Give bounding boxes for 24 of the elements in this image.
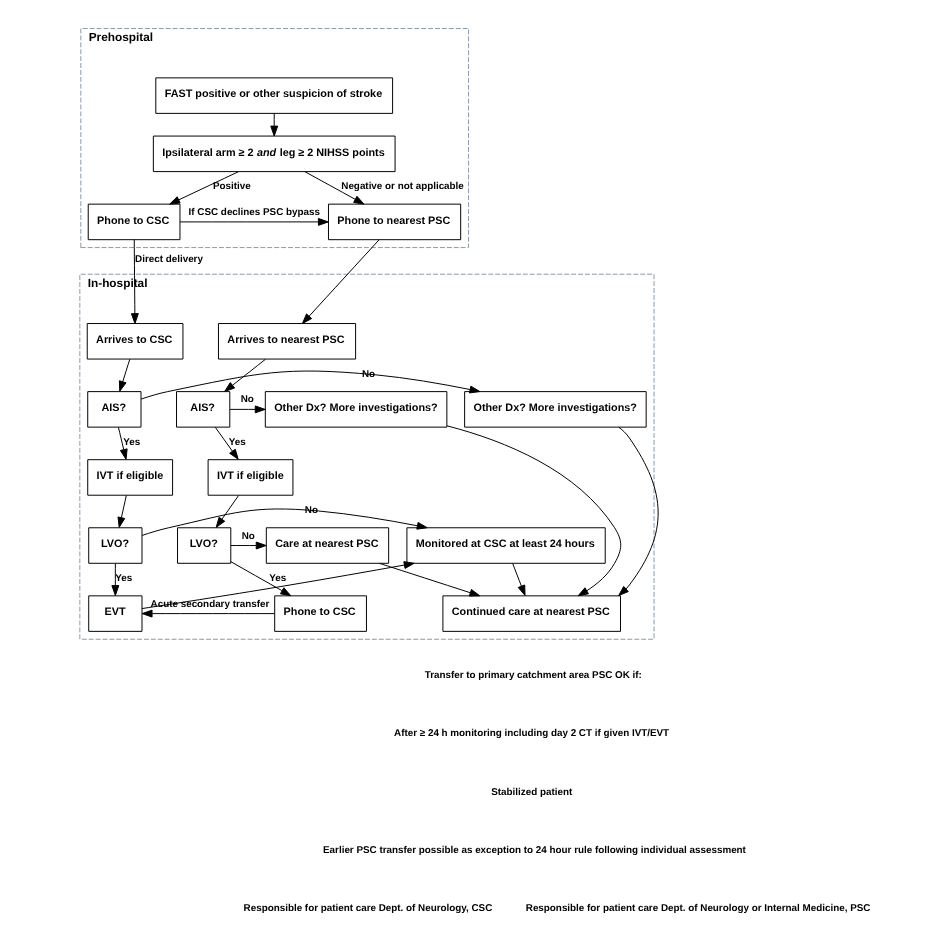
arrow bbox=[215, 494, 240, 528]
arrow bbox=[117, 494, 127, 528]
arrow bbox=[270, 113, 279, 137]
arrow bbox=[111, 563, 120, 596]
arrow bbox=[304, 171, 365, 205]
arrow bbox=[230, 541, 267, 550]
arrow bbox=[229, 405, 266, 414]
arrow bbox=[141, 561, 415, 610]
arrow bbox=[141, 508, 428, 536]
arrow bbox=[118, 358, 131, 392]
arrow bbox=[301, 239, 380, 324]
arrow bbox=[230, 561, 292, 597]
arrow bbox=[446, 425, 622, 597]
arrow bbox=[140, 370, 481, 400]
arrow bbox=[141, 609, 275, 618]
arrow bbox=[169, 171, 239, 205]
arrow bbox=[224, 358, 266, 392]
arrow bbox=[117, 426, 128, 460]
arrow bbox=[512, 563, 526, 596]
arrow bbox=[214, 426, 239, 460]
arrow bbox=[179, 217, 329, 226]
arrow bbox=[130, 239, 139, 324]
arrow bbox=[379, 562, 481, 597]
arrow bbox=[618, 426, 659, 597]
